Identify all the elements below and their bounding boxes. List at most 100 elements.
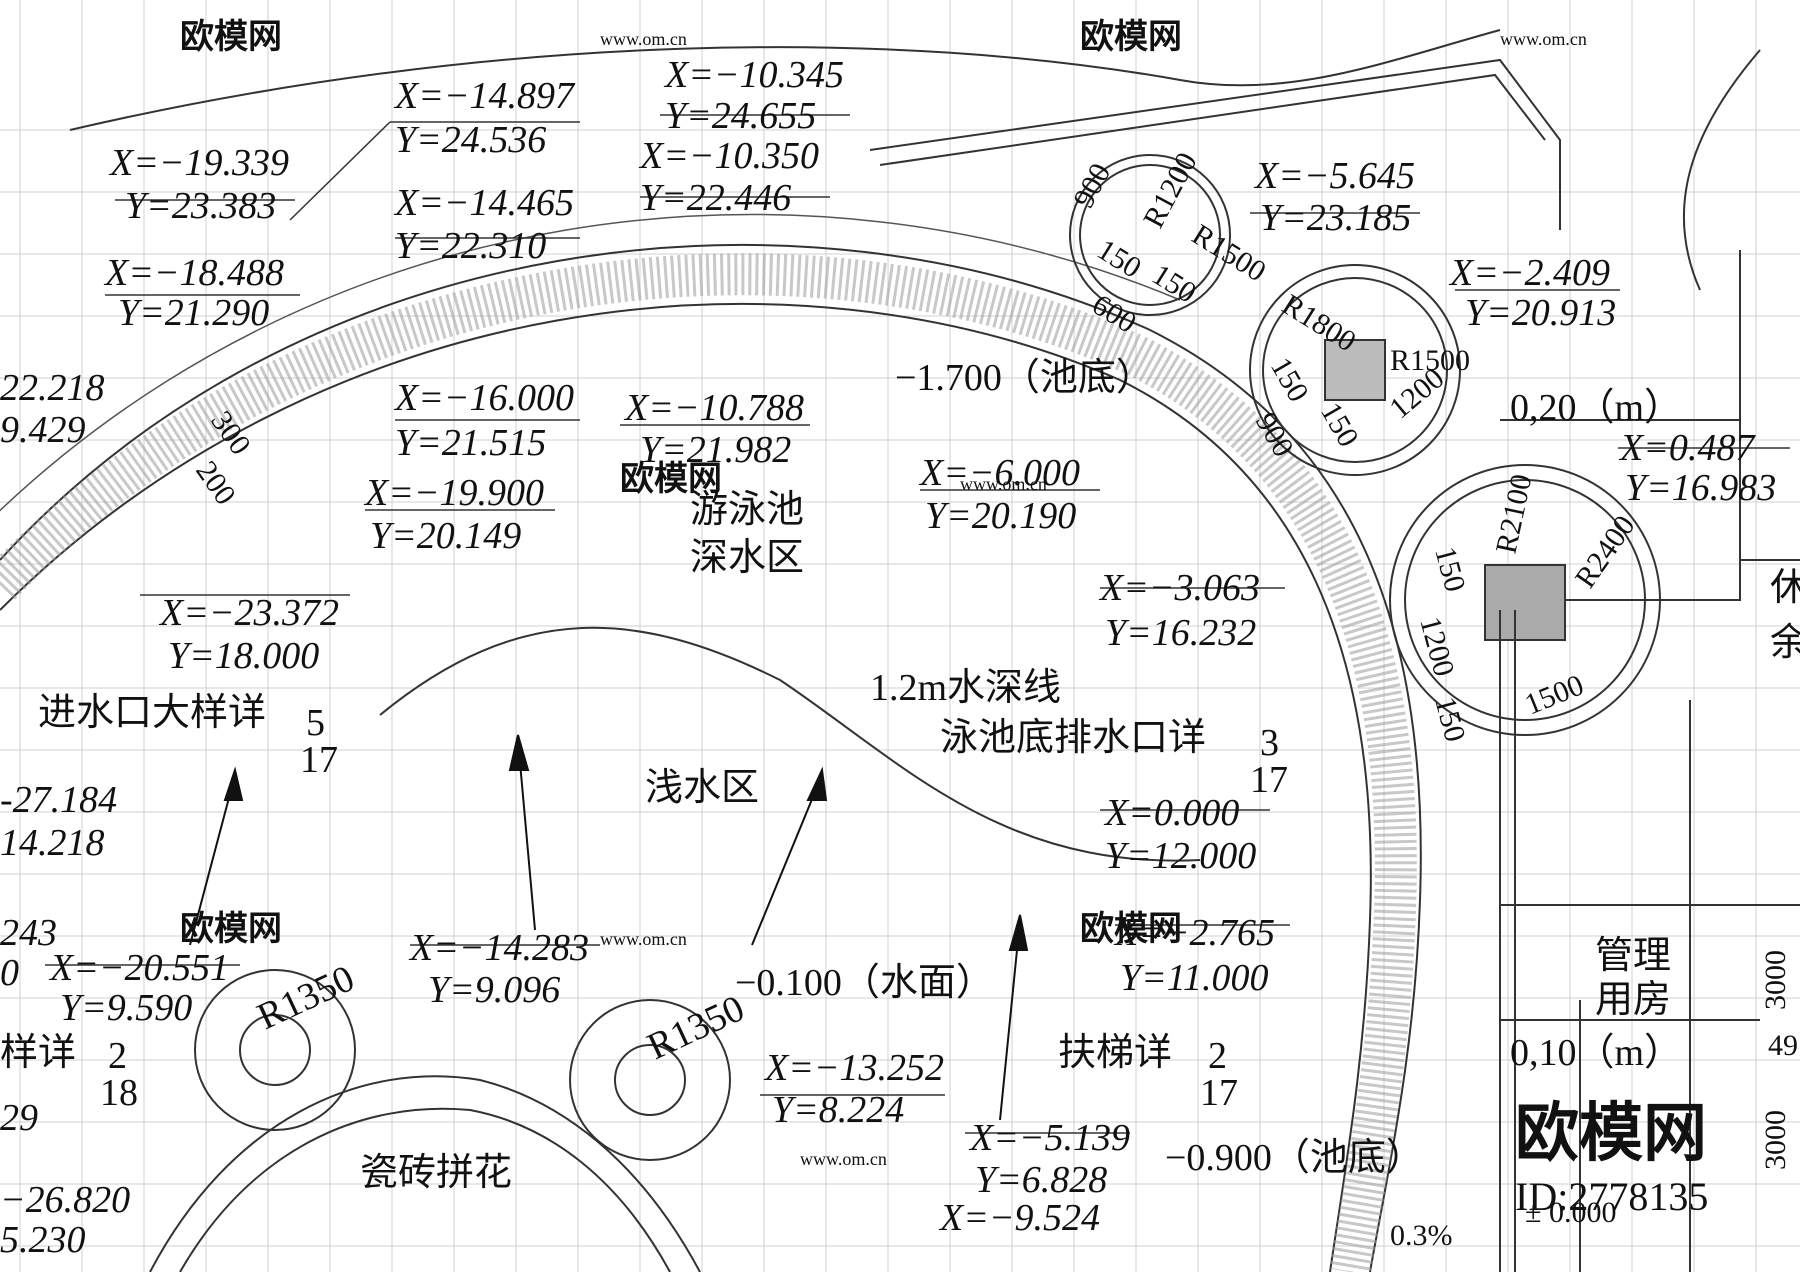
svg-text:Y=20.149: Y=20.149	[370, 515, 521, 557]
svg-text:Y=24.536: Y=24.536	[395, 119, 546, 161]
detail-drain-num: 3	[1260, 722, 1279, 764]
site-boundary	[69, 29, 1800, 601]
detail-left-sheet: 18	[100, 1072, 138, 1114]
building	[1499, 610, 1800, 1272]
labels: 游泳池 深水区 浅水区 1.2m水深线 瓷砖拼花 管理 用房 休 余 −1.70…	[0, 357, 1800, 1252]
svg-text:X=−10.345: X=−10.345	[663, 54, 844, 96]
svg-text:R1800: R1800	[1276, 288, 1361, 358]
svg-text:www.om.cn: www.om.cn	[960, 474, 1047, 494]
detail-ladder: 扶梯详	[1058, 1032, 1172, 1074]
leaders	[45, 114, 1790, 1134]
svg-text:X=−5.139: X=−5.139	[968, 1117, 1130, 1159]
svg-text:14.218: 14.218	[0, 822, 105, 864]
svg-text:22.218: 22.218	[0, 367, 105, 409]
svg-text:Y=6.828: Y=6.828	[975, 1159, 1107, 1201]
svg-text:www.om.cn: www.om.cn	[600, 29, 687, 49]
watermarks: 欧模网 www.om.cn 欧模网 www.om.cn 欧模网 www.om.c…	[180, 18, 1708, 1219]
label-rest-1: 休	[1770, 567, 1800, 609]
svg-text:−26.820: −26.820	[0, 1179, 130, 1221]
svg-text:X=−23.372: X=−23.372	[158, 592, 339, 634]
svg-text:X=−13.252: X=−13.252	[763, 1047, 944, 1089]
svg-text:200: 200	[189, 455, 242, 511]
svg-text:9.429: 9.429	[0, 409, 86, 451]
coordinates: X=−14.897 Y=24.536 X=−10.345 Y=24.655 X=…	[0, 54, 1776, 1261]
pool-rim	[0, 213, 1422, 1272]
elev-pool-bottom-1: −1.700（池底）	[895, 357, 1154, 399]
svg-text:Y=23.185: Y=23.185	[1260, 197, 1411, 239]
svg-text:www.om.cn: www.om.cn	[800, 1149, 887, 1169]
svg-text:R2400: R2400	[1569, 510, 1642, 594]
svg-text:X=−10.350: X=−10.350	[638, 135, 819, 177]
svg-text:X=−2.409: X=−2.409	[1448, 252, 1610, 294]
svg-text:X=−6.000: X=−6.000	[918, 452, 1080, 494]
arrows	[189, 734, 1029, 1121]
detail-inlet-num: 5	[306, 702, 325, 744]
label-depth-line: 1.2m水深线	[870, 667, 1061, 709]
watermark-logo: 欧模网	[1515, 1098, 1707, 1169]
label-mgmt-2: 用房	[1595, 979, 1671, 1021]
depth-line	[379, 626, 1201, 862]
svg-text:X=0.487: X=0.487	[1618, 427, 1756, 469]
elev-010: 0,10（m）	[1510, 1032, 1682, 1074]
elev-water: −0.100（水面）	[735, 962, 994, 1004]
svg-text:R1500: R1500	[1390, 344, 1470, 377]
planter-2	[1249, 264, 1461, 476]
svg-text:Y=20.190: Y=20.190	[925, 495, 1076, 537]
fountain-center	[569, 999, 731, 1161]
svg-text:欧模网: 欧模网	[180, 910, 282, 948]
svg-text:49: 49	[1768, 1029, 1798, 1062]
svg-text:X=−9.524: X=−9.524	[938, 1197, 1100, 1239]
label-pool: 游泳池	[690, 489, 804, 531]
detail-inlet: 进水口大样详	[38, 692, 266, 734]
svg-text:Y=21.290: Y=21.290	[118, 292, 269, 334]
fountain-left	[194, 969, 356, 1131]
svg-text:X=−18.488: X=−18.488	[103, 252, 284, 294]
svg-text:X=−14.465: X=−14.465	[393, 182, 574, 224]
svg-text:X=0.000: X=0.000	[1103, 792, 1239, 834]
planter-3	[1389, 464, 1661, 736]
svg-text:1200: 1200	[1413, 613, 1460, 679]
elev-zero: ± 0.000	[1525, 1196, 1616, 1229]
svg-text:欧模网: 欧模网	[620, 460, 722, 498]
svg-text:Y=16.983: Y=16.983	[1625, 467, 1776, 509]
svg-text:3000: 3000	[1759, 950, 1792, 1010]
label-mgmt-1: 管理	[1595, 935, 1671, 977]
svg-text:Y=22.446: Y=22.446	[640, 177, 791, 219]
svg-text:欧模网: 欧模网	[1080, 18, 1182, 56]
svg-text:X=−20.551: X=−20.551	[48, 947, 229, 989]
svg-text:R1200: R1200	[1137, 147, 1204, 233]
label-deep: 深水区	[690, 537, 804, 579]
fountains	[149, 969, 731, 1272]
svg-text:X=−5.645: X=−5.645	[1253, 155, 1415, 197]
watermark-id: ID:2778135	[1515, 1174, 1708, 1219]
svg-text:X=−19.900: X=−19.900	[363, 472, 544, 514]
svg-text:Y=12.000: Y=12.000	[1105, 835, 1256, 877]
svg-text:X=−3.063: X=−3.063	[1098, 567, 1260, 609]
svg-text:X=−2.765: X=−2.765	[1113, 912, 1275, 954]
svg-text:Y=8.224: Y=8.224	[772, 1089, 904, 1131]
label-shallow: 浅水区	[645, 767, 759, 809]
svg-text:欧模网: 欧模网	[180, 18, 282, 56]
svg-text:3000: 3000	[1759, 1110, 1792, 1170]
detail-inlet-sheet: 17	[300, 739, 338, 781]
elev-slope: 0.3%	[1390, 1219, 1453, 1252]
svg-text:www.om.cn: www.om.cn	[600, 929, 687, 949]
svg-text:Y=16.232: Y=16.232	[1105, 612, 1256, 654]
svg-text:Y=9.096: Y=9.096	[428, 969, 560, 1011]
svg-text:www.om.cn: www.om.cn	[1500, 29, 1587, 49]
elev-020: 0,20（m）	[1510, 387, 1682, 429]
svg-text:5.230: 5.230	[0, 1219, 86, 1261]
svg-text:Y=9.590: Y=9.590	[60, 987, 192, 1029]
planter-1	[1069, 154, 1231, 316]
svg-text:Y=21.515: Y=21.515	[395, 422, 546, 464]
svg-text:150: 150	[1428, 693, 1472, 745]
svg-text:Y=20.913: Y=20.913	[1465, 292, 1616, 334]
detail-drain-sheet: 17	[1250, 759, 1288, 801]
pebble-band	[0, 253, 1417, 1272]
svg-text:Y=22.310: Y=22.310	[395, 225, 546, 267]
svg-text:X=−19.339: X=−19.339	[108, 142, 289, 184]
svg-text:150: 150	[1091, 233, 1147, 285]
detail-drain: 泳池底排水口详	[940, 717, 1206, 759]
svg-text:Y=23.383: Y=23.383	[125, 185, 276, 227]
